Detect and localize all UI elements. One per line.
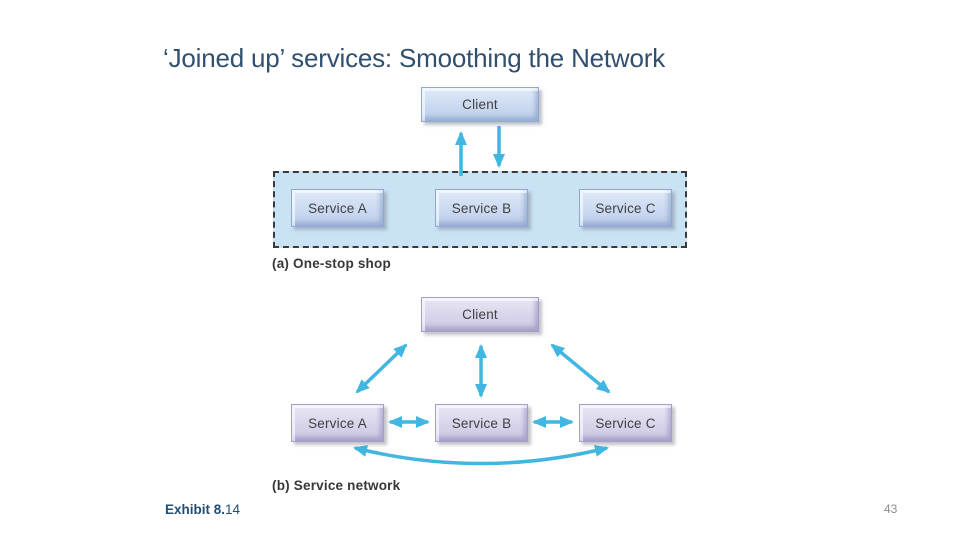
service-a-label-top: Service A <box>308 200 367 216</box>
service-a-label-bottom: Service A <box>308 415 367 431</box>
client-box-a-label: Client <box>462 97 498 112</box>
client-box-a: Client <box>421 87 539 122</box>
client-box-b-label: Client <box>462 307 498 322</box>
caption-one-stop-shop: (a) One-stop shop <box>272 256 391 271</box>
arrow-client-servicea-icon <box>355 343 408 394</box>
service-a-box-top: Service A <box>291 189 384 227</box>
service-b-box-bottom: Service B <box>435 404 528 442</box>
exhibit-label: Exhibit 8.14 <box>165 502 240 517</box>
client-box-b: Client <box>421 297 539 332</box>
caption-service-network: (b) Service network <box>272 478 401 493</box>
service-c-box-bottom: Service C <box>579 404 672 442</box>
service-c-box-top: Service C <box>579 189 672 227</box>
page-number: 43 <box>884 502 898 516</box>
service-a-box-bottom: Service A <box>291 404 384 442</box>
exhibit-label-bold: Exhibit 8. <box>165 502 226 517</box>
slide-title: ‘Joined up’ services: Smoothing the Netw… <box>163 43 666 73</box>
arrow-servicea-servicec-curve-icon <box>353 445 609 466</box>
service-b-box-top: Service B <box>435 189 528 227</box>
exhibit-label-number: 14 <box>225 502 241 517</box>
service-c-label-top: Service C <box>595 200 656 216</box>
arrow-client-servicec-icon <box>550 343 611 394</box>
service-c-label-bottom: Service C <box>595 415 656 431</box>
service-b-label-top: Service B <box>451 200 512 216</box>
service-b-label-bottom: Service B <box>451 415 512 431</box>
